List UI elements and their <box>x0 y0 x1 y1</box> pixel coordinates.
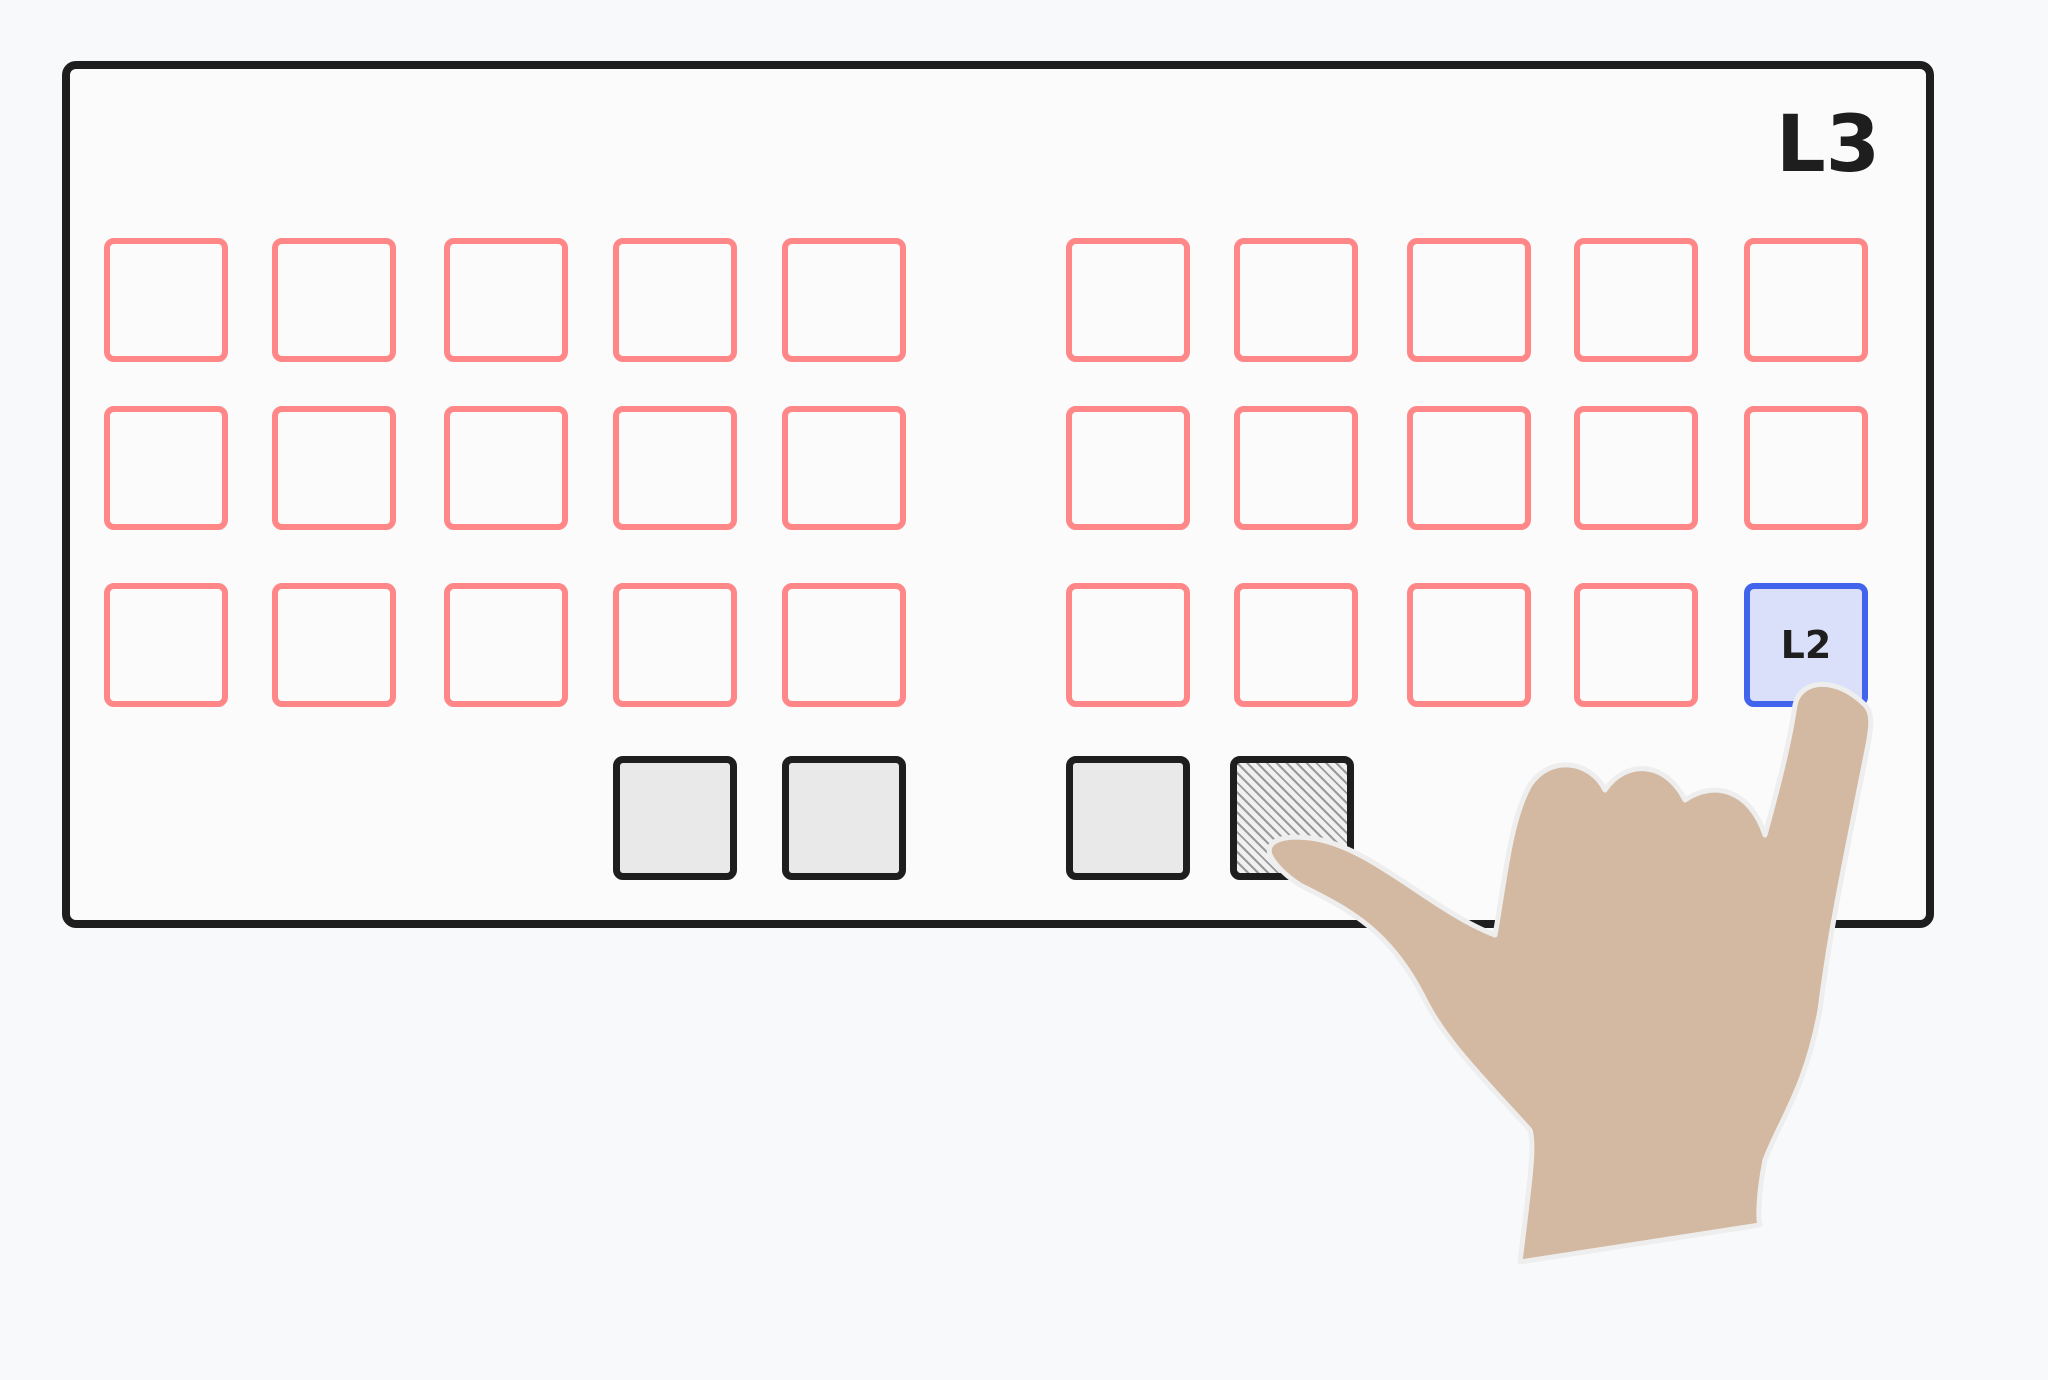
layer-key-label: L2 <box>1780 623 1832 667</box>
thumb-key-2[interactable] <box>782 756 906 880</box>
key-r2-c4[interactable] <box>613 406 737 530</box>
key-r3-c8[interactable] <box>1407 583 1531 707</box>
key-r1-c8[interactable] <box>1407 238 1531 362</box>
key-r2-c5[interactable] <box>782 406 906 530</box>
key-r1-c3[interactable] <box>444 238 568 362</box>
key-r2-c10[interactable] <box>1744 406 1868 530</box>
key-r3-c4[interactable] <box>613 583 737 707</box>
key-r2-c7[interactable] <box>1234 406 1358 530</box>
key-r3-c9[interactable] <box>1574 583 1698 707</box>
key-r1-c1[interactable] <box>104 238 228 362</box>
key-r2-c8[interactable] <box>1407 406 1531 530</box>
thumb-key-3[interactable] <box>1066 756 1190 880</box>
key-r3-c6[interactable] <box>1066 583 1190 707</box>
key-r1-c6[interactable] <box>1066 238 1190 362</box>
key-r1-c9[interactable] <box>1574 238 1698 362</box>
key-r3-c3[interactable] <box>444 583 568 707</box>
key-r2-c6[interactable] <box>1066 406 1190 530</box>
key-r2-c2[interactable] <box>272 406 396 530</box>
thumb-key-pressed[interactable] <box>1230 756 1354 880</box>
key-r3-c2[interactable] <box>272 583 396 707</box>
key-r3-c5[interactable] <box>782 583 906 707</box>
layer-name: L3 <box>1776 100 1880 190</box>
key-r1-c10[interactable] <box>1744 238 1868 362</box>
layer-switch-key[interactable]: L2 <box>1744 583 1868 707</box>
key-r1-c2[interactable] <box>272 238 396 362</box>
key-r3-c1[interactable] <box>104 583 228 707</box>
key-r1-c7[interactable] <box>1234 238 1358 362</box>
key-r2-c9[interactable] <box>1574 406 1698 530</box>
key-r1-c4[interactable] <box>613 238 737 362</box>
key-r3-c7[interactable] <box>1234 583 1358 707</box>
thumb-key-1[interactable] <box>613 756 737 880</box>
key-r2-c3[interactable] <box>444 406 568 530</box>
key-r1-c5[interactable] <box>782 238 906 362</box>
key-r2-c1[interactable] <box>104 406 228 530</box>
